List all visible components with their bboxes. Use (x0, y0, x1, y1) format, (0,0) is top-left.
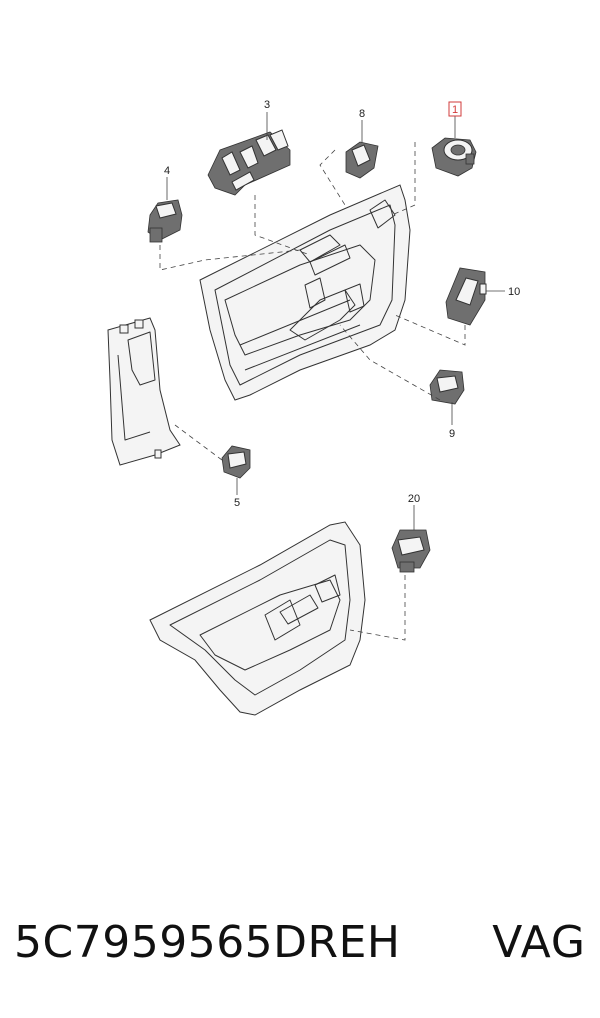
label-part-20: 20 (408, 493, 420, 505)
label-part-5: 5 (234, 497, 240, 509)
footer: 5C7959565DREH VAG (0, 905, 600, 980)
window-switch-master (207, 129, 291, 196)
parts-diagram: 1 3 4 8 10 9 5 20 (107, 99, 520, 716)
window-switch-8 (345, 141, 379, 179)
mirror-adjust-switch (431, 137, 477, 177)
rear-door-panel (149, 521, 366, 716)
label-part-3: 3 (264, 99, 270, 111)
front-door-panel (199, 184, 411, 401)
part-number: 5C7959565DREH (14, 917, 401, 968)
highlight-box-1 (448, 101, 462, 117)
window-switch-5 (221, 445, 251, 479)
brand-name: VAG (492, 917, 586, 968)
label-part-9: 9 (449, 428, 455, 440)
leader-lines (166, 112, 505, 530)
window-switch-9 (429, 369, 465, 405)
part-labels: 1 3 4 8 10 9 5 20 (164, 99, 520, 509)
window-switch-20 (391, 529, 431, 573)
window-switch-4 (147, 199, 183, 243)
label-part-1: 1 (452, 104, 458, 116)
label-part-10: 10 (508, 286, 520, 298)
label-part-8: 8 (359, 108, 365, 120)
pillar-trim (107, 317, 181, 466)
window-switch-10 (445, 267, 487, 326)
label-part-4: 4 (164, 165, 170, 177)
assembly-lines (159, 142, 466, 641)
